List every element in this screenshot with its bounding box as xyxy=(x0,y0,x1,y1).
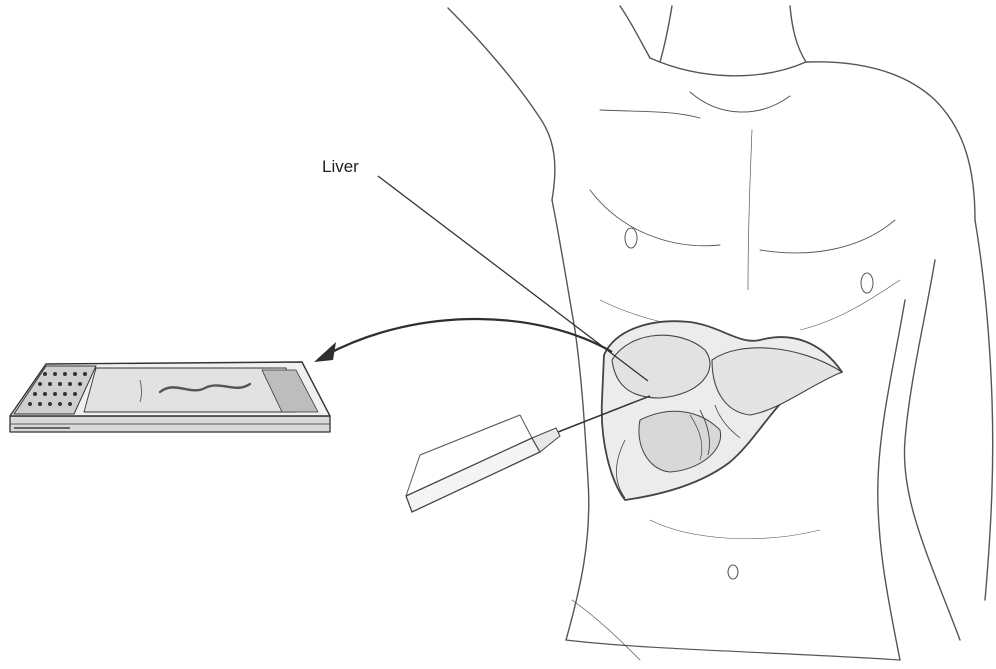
torso-left-edge xyxy=(552,200,589,640)
syringe-barrel xyxy=(406,438,540,512)
transfer-arrow xyxy=(314,319,612,362)
navel xyxy=(728,565,738,579)
torso-right-edge xyxy=(878,300,905,660)
raised-arm xyxy=(448,8,555,200)
microscope-slide xyxy=(10,362,330,432)
shoulder-line xyxy=(650,58,975,220)
neck xyxy=(660,6,806,62)
liver-label: Liver xyxy=(322,157,359,176)
right-arm xyxy=(975,220,993,600)
arrow-head xyxy=(314,342,336,362)
liver xyxy=(602,321,842,500)
waistband xyxy=(566,640,900,660)
right-nipple xyxy=(861,273,873,293)
left-nipple xyxy=(625,228,637,248)
